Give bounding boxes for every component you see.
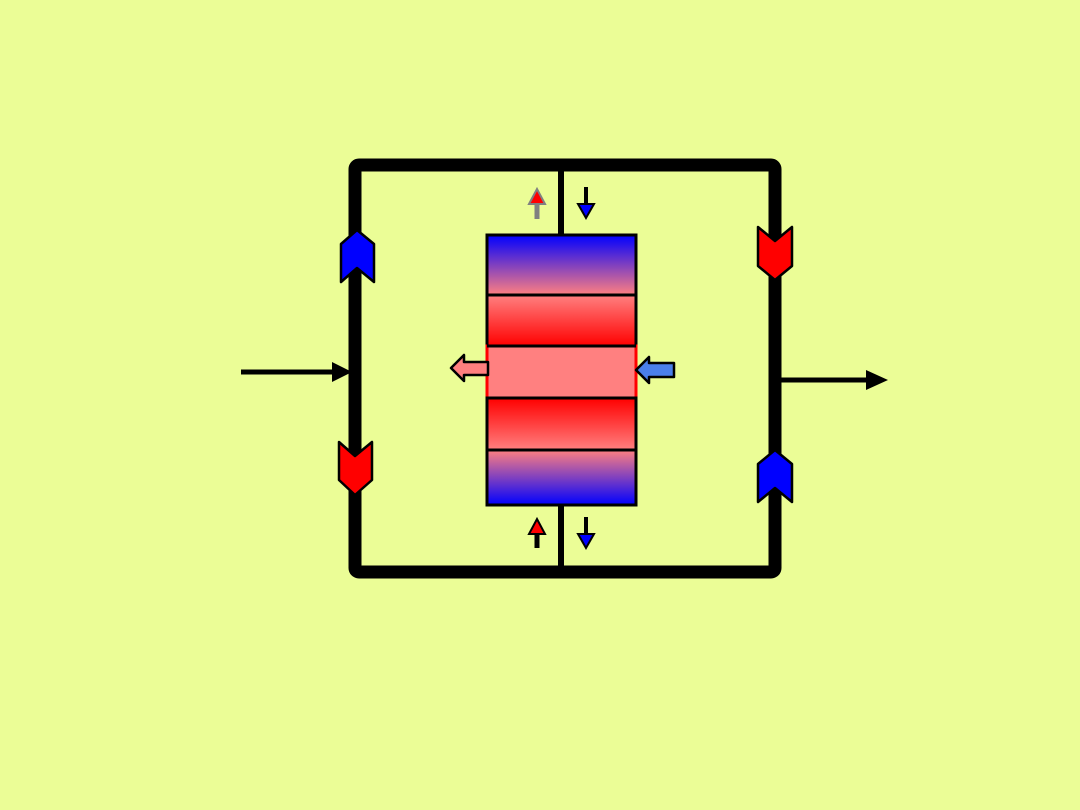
regenerator-cell-bottom [485, 448, 638, 507]
regenerator-stack [485, 233, 638, 507]
regenerator-cell-middle [485, 344, 638, 400]
bottom-down-arrow-icon [576, 517, 596, 551]
right-bottom-valve-icon [756, 448, 794, 504]
inlet-arrow-icon [241, 362, 352, 382]
heat-in-arrow-icon [634, 355, 676, 385]
top-down-arrow-icon [576, 187, 596, 221]
regenerator-cell-top [485, 233, 638, 297]
loop-frame [348, 158, 782, 579]
heat-out-arrow-icon [449, 353, 490, 383]
regenerator-cell-upper [485, 293, 638, 348]
top-up-arrow-icon [527, 186, 547, 219]
right-top-valve-icon [756, 225, 794, 282]
regenerator-cell-lower [485, 396, 638, 452]
bottom-up-arrow-icon [527, 516, 547, 548]
outlet-arrow-icon [781, 370, 888, 390]
left-top-valve-icon [339, 228, 376, 284]
left-bottom-valve-icon [337, 440, 374, 497]
